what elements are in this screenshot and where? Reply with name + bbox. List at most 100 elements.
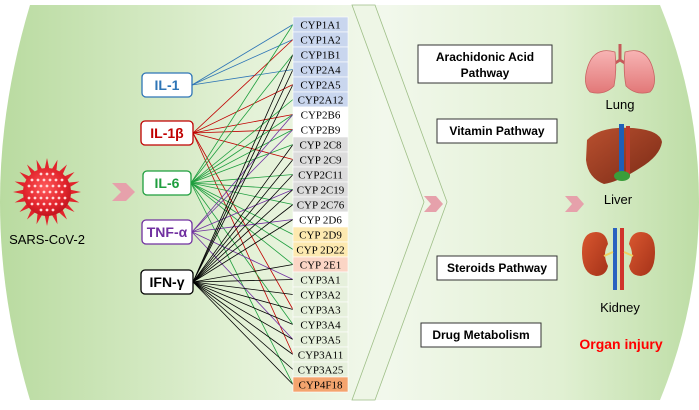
link-line xyxy=(190,129,294,184)
kidney-icon xyxy=(582,228,655,290)
cyp-row: CYP1A2 xyxy=(292,31,349,48)
link-line xyxy=(191,189,294,233)
cytokine-box xyxy=(140,269,194,295)
virus-icon xyxy=(13,158,81,226)
cyp-label: CYP2A5 xyxy=(300,80,341,92)
cyp-label: CYP 2E1 xyxy=(300,260,341,272)
pathway-label: Steroids Pathway xyxy=(447,261,547,275)
pathway-box xyxy=(420,322,542,348)
pathway-label-line2: Pathway xyxy=(461,66,510,80)
pathway-box xyxy=(436,118,558,144)
cytokine-label: IFN-γ xyxy=(150,274,185,290)
cyp-label: CYP1A2 xyxy=(300,35,340,47)
cyp-row: CYP3A4 xyxy=(292,316,349,333)
cyp-label: CYP3A3 xyxy=(300,305,341,317)
cyp-label: CYP2B9 xyxy=(301,125,341,137)
link-line xyxy=(192,281,294,370)
cyp-row: CYP 2D9 xyxy=(292,226,349,243)
pathway-label: Arachidonic Acid xyxy=(436,50,534,64)
section-chevron xyxy=(351,4,448,401)
cyp-label: CYP 2D22 xyxy=(296,245,344,257)
link-line xyxy=(190,182,294,205)
link-line xyxy=(192,281,294,385)
cytokine-box xyxy=(142,170,192,196)
organ-label-kidney: Kidney xyxy=(600,300,640,315)
cyp-label: CYP 2C9 xyxy=(299,155,342,167)
cyp-row: CYP 2C8 xyxy=(292,136,349,153)
cyp-row: CYP3A5 xyxy=(292,331,349,348)
link-line xyxy=(192,281,294,295)
link-line xyxy=(192,84,294,283)
cyp-row: CYP 2C9 xyxy=(292,151,349,168)
link-line xyxy=(192,281,294,340)
link-line xyxy=(192,281,294,310)
pathway-label: Drug Metabolism xyxy=(432,328,529,342)
cyp-row: CYP3A25 xyxy=(292,361,349,378)
virus-label: SARS-CoV-2 xyxy=(9,232,85,247)
link-line xyxy=(191,24,294,86)
cyp-label: CYP3A4 xyxy=(300,320,341,332)
cyp-row: CYP2B6 xyxy=(292,106,349,123)
link-line xyxy=(192,204,294,283)
link-line xyxy=(190,182,294,325)
link-line xyxy=(190,99,294,184)
cyp-row: CYP3A11 xyxy=(292,346,349,363)
cytokine-node: IL-1 xyxy=(141,72,193,98)
lung-icon xyxy=(585,44,655,94)
link-line xyxy=(192,281,294,325)
pathway-node: Steroids Pathway xyxy=(436,255,558,281)
link-line xyxy=(191,69,294,86)
cyp-label: CYP3A2 xyxy=(300,290,340,302)
cytokine-box xyxy=(140,120,194,146)
link-line xyxy=(192,189,294,283)
pathway-box xyxy=(436,255,558,281)
link-line xyxy=(190,182,294,265)
cytokine-label: IL-1β xyxy=(150,125,184,141)
cyp-label: CYP3A1 xyxy=(300,275,340,287)
cyp-row: CYP 2D22 xyxy=(292,241,349,258)
link-line xyxy=(190,182,294,250)
cyp-row: CYP2A12 xyxy=(292,91,349,108)
link-line xyxy=(191,39,294,86)
pathway-box xyxy=(417,44,553,84)
cyp-row: CYP 2C76 xyxy=(292,196,349,213)
cyp-row: CYP2A4 xyxy=(292,61,349,78)
cyp-row: CYP3A2 xyxy=(292,286,349,303)
cyp-label: CYP2C11 xyxy=(298,170,343,182)
link-line xyxy=(190,114,294,184)
cyp-row: CYP3A3 xyxy=(292,301,349,318)
cyp-row: CYP 2D6 xyxy=(292,211,349,228)
link-line xyxy=(192,132,294,160)
cytokine-node: IFN-γ xyxy=(140,269,194,295)
link-line xyxy=(191,219,294,233)
cyp-label: CYP1B1 xyxy=(301,50,341,62)
cyp-row: CYP2A5 xyxy=(292,76,349,93)
arrow-to-pathways xyxy=(424,196,443,212)
cyp-row: CYP2B9 xyxy=(292,121,349,138)
liver-icon xyxy=(586,124,662,184)
arrow-to-organs xyxy=(565,196,584,212)
pathway-label: Vitamin Pathway xyxy=(449,124,544,138)
link-line xyxy=(190,144,294,184)
link-line xyxy=(192,69,294,283)
arrow-virus-to-cytokines xyxy=(112,183,135,201)
cyp-row: CYP3A1 xyxy=(292,271,349,288)
link-line xyxy=(192,174,294,283)
cytokine-node: TNF-α xyxy=(141,219,193,245)
cytokine-label: TNF-α xyxy=(147,224,188,240)
cyp-box xyxy=(292,376,349,393)
link-line xyxy=(192,129,294,134)
pathway-node: Vitamin Pathway xyxy=(436,118,558,144)
cyp-row: CYP1B1 xyxy=(292,46,349,63)
link-line xyxy=(192,159,294,283)
link-lines xyxy=(190,24,294,385)
cytokine-label: IL-6 xyxy=(155,175,180,191)
cyp-label: CYP1A1 xyxy=(300,20,340,32)
cyp-row: CYP2C11 xyxy=(292,166,349,183)
cyp-label: CYP3A11 xyxy=(298,350,343,362)
